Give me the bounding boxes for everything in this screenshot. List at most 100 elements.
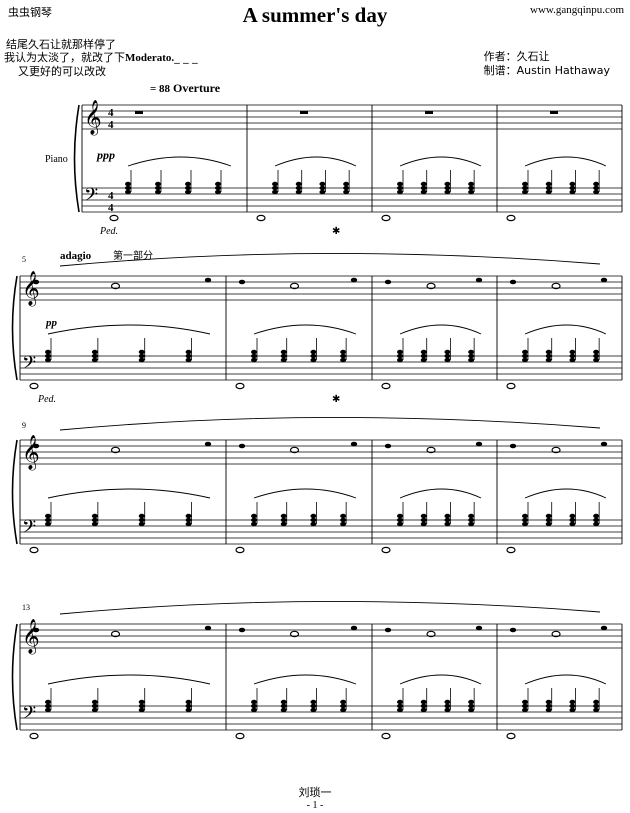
melody-note [238, 279, 246, 285]
whole-rest [550, 111, 558, 114]
melody-half-note [289, 446, 300, 454]
phrase-slur [59, 417, 601, 431]
bass-chord-note [185, 185, 191, 191]
bass-whole-note [235, 546, 245, 554]
bass-chord-note [569, 517, 576, 523]
bass-chord-note [444, 517, 451, 523]
melody-note [509, 627, 517, 633]
bass-chord-note [155, 189, 161, 195]
bass-chord-note [125, 189, 131, 195]
bass-chord-note [310, 521, 317, 527]
time-signature-bottom: 4 [108, 119, 114, 131]
bass-chord-note [138, 703, 145, 709]
melody-note [350, 441, 358, 447]
pedal-release-mark: ✱ [332, 226, 340, 237]
bass-chord-note [340, 703, 347, 709]
bass-whole-note [381, 382, 391, 390]
bass-chord-note [45, 699, 51, 705]
bass-whole-note [506, 732, 516, 740]
bass-chord-note [45, 521, 51, 527]
bass-chord-note [251, 521, 257, 527]
bass-chord-note [593, 357, 600, 363]
bass-chord-note [522, 189, 528, 195]
bass-chord-note [397, 513, 403, 519]
treble-clef-icon: 𝄞 [22, 271, 40, 307]
slur [524, 156, 607, 167]
tempo-text-adagio: adagio [60, 250, 92, 262]
slur [524, 324, 607, 335]
treble-clef-icon: 𝄞 [84, 100, 102, 136]
melody-note [32, 443, 40, 449]
bass-chord-note [215, 185, 221, 191]
bass-chord-note [280, 521, 287, 527]
bass-chord-note [45, 357, 51, 363]
bass-chord-note [444, 357, 451, 363]
bass-chord-note [272, 185, 278, 191]
bass-chord-note [125, 185, 131, 191]
bass-chord-note [340, 707, 347, 713]
bass-chord-note [444, 707, 451, 713]
bass-chord-note [397, 517, 403, 523]
melody-note [204, 277, 212, 283]
bass-chord-note [420, 703, 427, 709]
bass-whole-note [381, 214, 391, 222]
melody-half-note [551, 446, 561, 454]
bass-chord-note [91, 353, 98, 359]
bass-chord-note [280, 703, 287, 709]
bass-clef-icon: 𝄢 [22, 352, 36, 377]
bass-chord-note [545, 349, 552, 355]
bass-chord-note [280, 517, 287, 523]
bass-whole-note [109, 214, 119, 222]
site-url: www.gangqinpu.com [530, 4, 624, 16]
bass-chord-note [91, 349, 98, 355]
bass-chord-note [155, 185, 161, 191]
melody-note [600, 277, 608, 283]
bass-chord-note [251, 353, 257, 359]
melody-note [384, 279, 392, 285]
bass-chord-note [185, 189, 191, 195]
bass-chord-note [569, 349, 576, 355]
bass-chord-note [593, 353, 600, 359]
bass-chord-note [545, 517, 552, 523]
melody-note [350, 277, 358, 283]
note-line-3: 又更好的可以改改 [18, 65, 106, 78]
melody-half-note [426, 630, 436, 638]
melody-half-note [289, 630, 300, 638]
bass-whole-note [235, 732, 245, 740]
bass-chord-note [251, 349, 257, 355]
bass-chord-note [310, 699, 317, 705]
bass-clef-icon: 𝄢 [22, 702, 36, 727]
system-brace [11, 439, 18, 545]
bass-chord-note [340, 517, 347, 523]
bass-chord-note [185, 357, 192, 363]
site-name-left: 虫虫钢琴 [8, 6, 52, 19]
bass-chord-note [397, 181, 403, 187]
melody-half-note [426, 282, 436, 290]
bass-chord-note [522, 353, 528, 359]
bass-chord-note [468, 181, 475, 187]
bass-chord-note [295, 181, 302, 187]
pedal-release-mark: ✱ [332, 394, 340, 405]
bass-chord-note [569, 707, 576, 713]
slur [524, 674, 607, 685]
bass-chord-note [272, 189, 278, 195]
bass-whole-note [506, 382, 516, 390]
bass-chord-note [138, 353, 145, 359]
arranger-credit: 制谱：Austin Hathaway [483, 64, 610, 77]
bass-chord-note [397, 185, 403, 191]
bass-chord-note [397, 699, 403, 705]
bass-chord-note [522, 517, 528, 523]
bass-chord-note [468, 189, 475, 195]
melody-note [475, 277, 483, 283]
note-line-2: 我认为太淡了，就改了下Moderato._ _ _ [4, 51, 234, 65]
bass-chord-note [468, 703, 475, 709]
bass-clef-icon: 𝄢 [84, 184, 98, 209]
bass-chord-note [522, 703, 528, 709]
bass-chord-note [343, 185, 350, 191]
pedal-mark: Ped. [37, 394, 56, 405]
bass-chord-note [593, 703, 600, 709]
slur [253, 488, 357, 499]
bass-chord-note [343, 181, 350, 187]
bass-whole-note [256, 214, 266, 222]
system-brace [11, 275, 18, 381]
